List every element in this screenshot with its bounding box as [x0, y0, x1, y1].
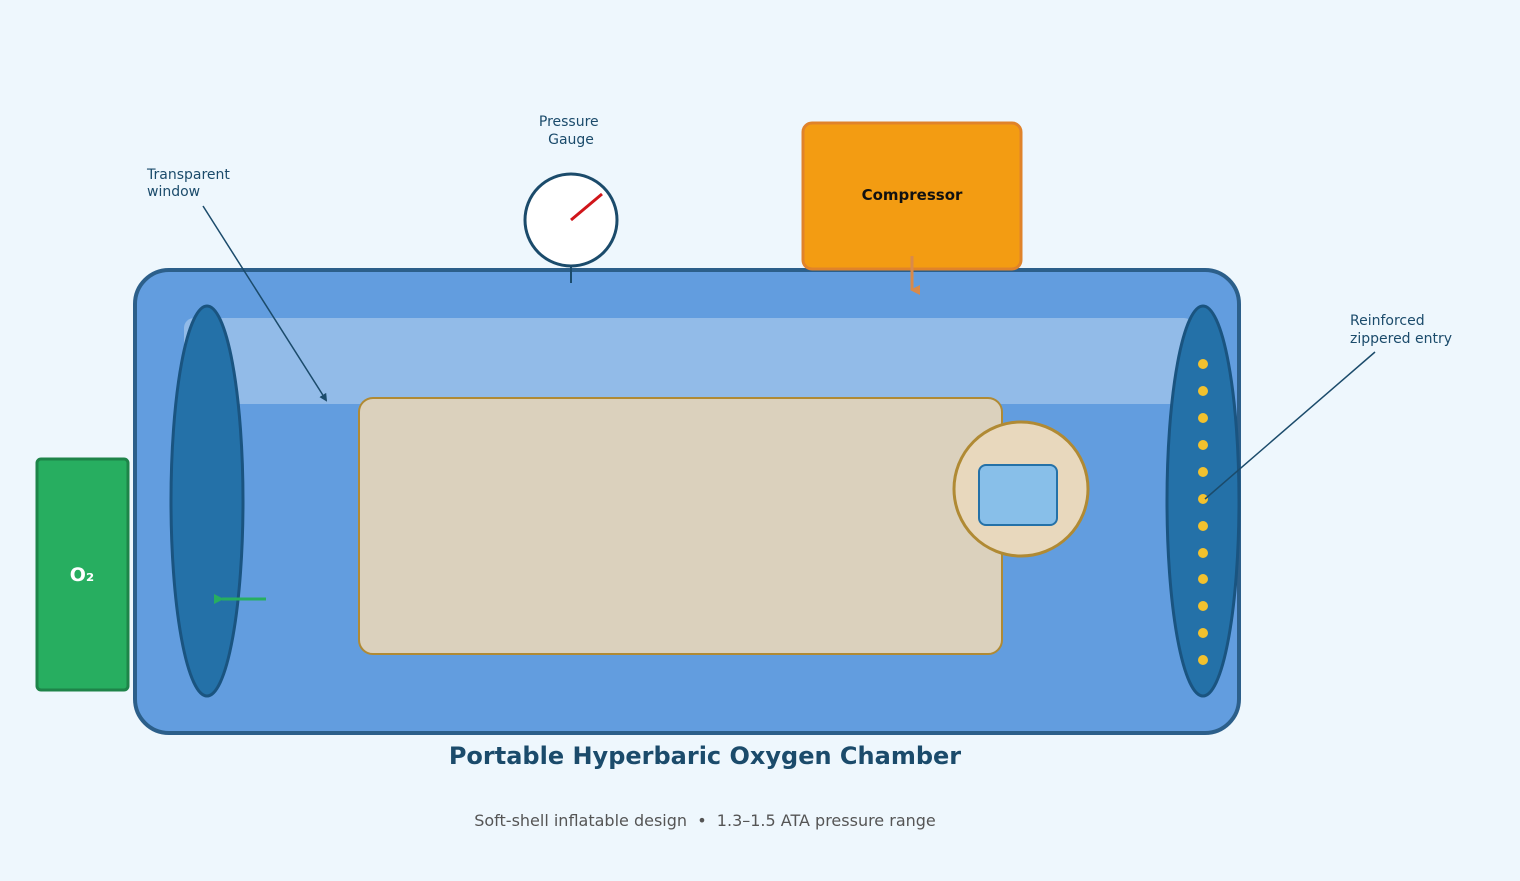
zipper-dot — [1198, 655, 1208, 665]
gauge-label-line1: Pressure — [539, 114, 599, 130]
oxygen-tank-icon — [35, 457, 130, 692]
window-callout-arrow — [202, 205, 328, 402]
zipper-dot — [1198, 386, 1208, 396]
zipper-dot — [1198, 413, 1208, 423]
zipper-dot — [1198, 628, 1208, 638]
window-label-line1: Transparent — [146, 167, 230, 183]
transparent-window — [184, 318, 1194, 404]
diagram-title: Portable Hyperbaric Oxygen Chamber — [449, 742, 961, 770]
gauge-label: Pressure Gauge — [539, 114, 603, 148]
mattress — [358, 397, 1003, 655]
oxygen-label: O₂ — [70, 564, 94, 586]
gauge-label-line2: Gauge — [548, 132, 594, 148]
entry-label-line2: zippered entry — [1350, 331, 1452, 347]
entry-label-line1: Reinforced — [1350, 313, 1425, 329]
zipper-dot — [1198, 467, 1208, 477]
entry-callout-line — [1204, 351, 1376, 500]
window-label-line2: window — [147, 184, 200, 200]
zipper-icon — [1198, 359, 1208, 665]
zipper-dot — [1198, 359, 1208, 369]
gauge-needle — [570, 192, 603, 222]
left-end-cap — [169, 304, 245, 698]
window-label: Transparent window — [146, 167, 234, 200]
diagram-subtitle: Soft-shell inflatable design • 1.3–1.5 A… — [474, 811, 936, 830]
entry-label: Reinforced zippered entry — [1350, 313, 1452, 347]
zipper-dot — [1198, 548, 1208, 558]
zipper-dot — [1198, 574, 1208, 584]
zipper-dot — [1198, 494, 1208, 504]
compressor-label: Compressor — [862, 186, 963, 204]
zipper-dot — [1198, 440, 1208, 450]
oxygen-mask — [978, 464, 1058, 526]
zipper-dot — [1198, 601, 1208, 611]
zipper-dot — [1198, 521, 1208, 531]
